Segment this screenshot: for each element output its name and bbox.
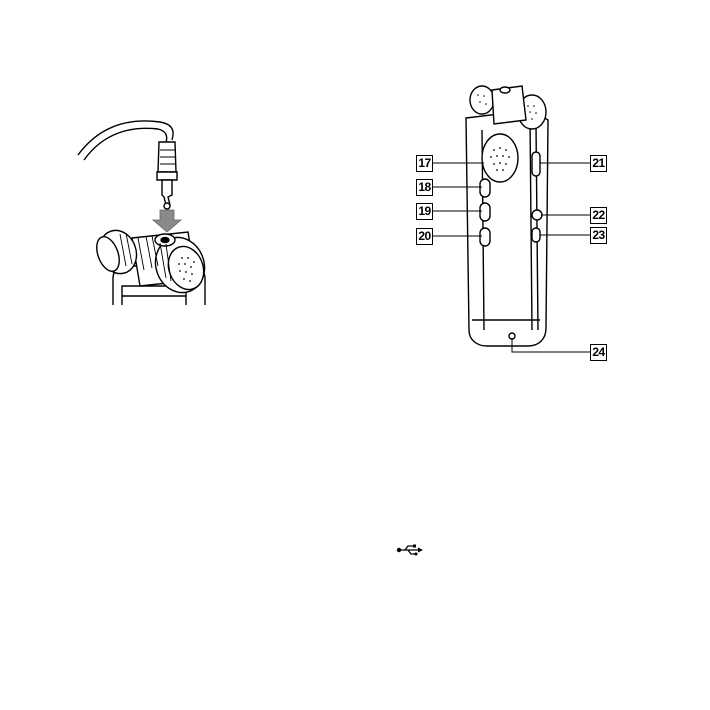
button-18 xyxy=(480,179,490,197)
recorder-body xyxy=(466,86,548,346)
button-21 xyxy=(532,152,540,176)
callout-19: 19 xyxy=(416,203,433,220)
usb-icon xyxy=(396,543,424,557)
callout-20: 20 xyxy=(416,228,433,245)
plug-pin xyxy=(162,180,172,205)
callout-17: 17 xyxy=(416,155,433,172)
switch-23 xyxy=(532,228,540,242)
callout-23: 23 xyxy=(590,227,607,244)
jack-22 xyxy=(532,210,542,220)
insert-arrow-icon xyxy=(153,210,181,232)
button-19 xyxy=(480,203,490,221)
button-20 xyxy=(480,228,490,246)
callout-21: 21 xyxy=(590,155,607,172)
callout-18: 18 xyxy=(416,179,433,196)
callout-22: 22 xyxy=(590,207,607,224)
speaker-grille xyxy=(482,134,518,182)
callout-24: 24 xyxy=(590,344,607,361)
